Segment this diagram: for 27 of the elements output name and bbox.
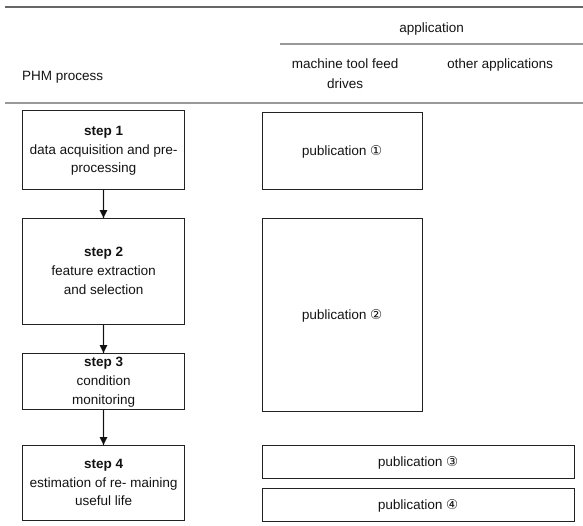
column-header: machine tool feed drives: [290, 55, 400, 93]
step-heading: step 1: [84, 122, 124, 140]
publication-label: publication ①: [302, 142, 384, 160]
arrow: [100, 410, 108, 445]
column-header: PHM process: [22, 67, 104, 85]
process-step-box: [22, 110, 185, 190]
publication-box: [262, 445, 575, 479]
publication-box: [262, 488, 575, 522]
step-description: data acquisition and pre-processing: [28, 140, 178, 178]
arrow: [100, 325, 108, 353]
publication-label: publication ③: [378, 452, 460, 471]
publication-box: [262, 112, 423, 190]
step-description: feature extraction and selection: [50, 262, 157, 299]
step-heading: step 3: [84, 353, 124, 372]
step-description: condition monitoring: [70, 372, 136, 409]
process-step-box: [22, 218, 185, 325]
publication-box: [262, 218, 423, 412]
publication-label: publication ②: [302, 306, 384, 324]
arrow: [100, 190, 108, 218]
step-heading: step 2: [84, 243, 124, 262]
column-header: other applications: [446, 55, 554, 73]
publication-label: publication ④: [378, 496, 460, 514]
process-step-box: [22, 445, 185, 521]
column-header: application: [398, 19, 465, 37]
process-step-box: [22, 353, 185, 410]
step-description: estimation of re- maining useful life: [28, 474, 178, 510]
step-heading: step 4: [84, 454, 124, 473]
